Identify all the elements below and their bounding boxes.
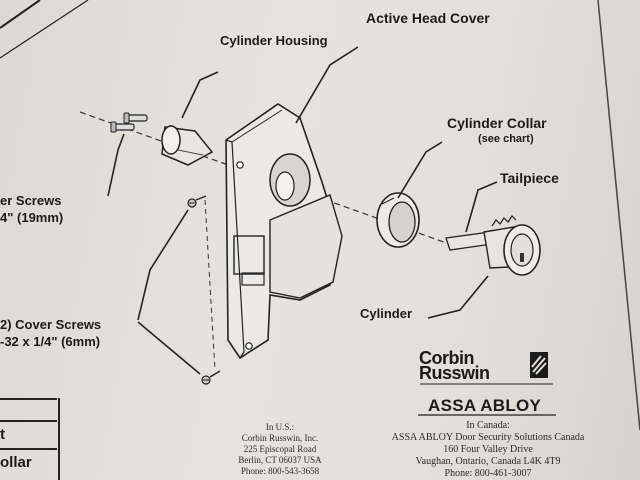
leader-housing-screws <box>107 133 125 197</box>
page-edge <box>597 0 640 431</box>
active-head-cover-part <box>225 103 343 360</box>
address-us-line: Berlin, CT 06037 USA <box>238 455 322 465</box>
leader-cylinder-housing <box>181 71 219 119</box>
address-us-line: 225 Episcopal Road <box>243 444 317 454</box>
label-housing-screws-size: 4" (19mm) <box>0 210 64 225</box>
address-ca-line: Vaughan, Ontario, Canada L4K 4T9 <box>415 456 561 467</box>
leader-cylinder <box>427 275 489 319</box>
cylinder-collar-part <box>376 192 420 248</box>
screw-axis <box>204 199 216 371</box>
housing-screw <box>110 121 135 133</box>
leader-cover-screws <box>137 209 189 321</box>
address-us: In U.S.: Corbin Russwin, Inc. 225 Episco… <box>224 422 336 477</box>
label-active-head-cover: Active Head Cover <box>366 10 490 26</box>
label-see-chart: (see chart) <box>478 133 534 145</box>
top-left-box-inner <box>0 0 89 59</box>
housing-screw <box>123 112 148 124</box>
leader-cylinder-collar <box>397 141 443 199</box>
address-us-line: Corbin Russwin, Inc. <box>241 433 319 443</box>
table-row-header-top <box>0 398 57 422</box>
label-cylinder-housing: Cylinder Housing <box>220 33 328 48</box>
address-us-line: In U.S.: <box>265 422 295 432</box>
label-cylinder: Cylinder <box>360 306 413 321</box>
label-cover-screws: 2) Cover Screws <box>0 317 102 332</box>
table-row: t <box>0 420 57 450</box>
brand-name-line2: Russwin <box>419 363 490 383</box>
address-us-line: Phone: 800-543-3658 <box>240 466 320 476</box>
label-tailpiece: Tailpiece <box>500 170 559 186</box>
brand-mark-icon <box>530 352 548 378</box>
label-cylinder-collar: Cylinder Collar <box>447 115 547 131</box>
leader-active-head-cover <box>295 46 359 124</box>
brand-name-line1: Corbin <box>419 348 474 368</box>
cylinder-part <box>483 215 541 276</box>
label-cover-screws-size: -32 x 1/4" (6mm) <box>0 334 101 349</box>
cylinder-housing-part <box>161 125 214 166</box>
assembly-axis <box>79 111 453 246</box>
label-housing-screws: er Screws <box>0 193 62 208</box>
address-ca-line: 160 Four Valley Drive <box>443 444 533 455</box>
table-row: ollar <box>0 448 57 480</box>
parent-brand: ASSA ABLOY <box>428 396 542 415</box>
address-ca-line: In Canada: <box>466 420 510 431</box>
address-ca-line: ASSA ABLOY Door Security Solutions Canad… <box>391 432 585 443</box>
cover-screw <box>187 195 207 208</box>
address-canada: In Canada: ASSA ABLOY Door Security Solu… <box>336 420 640 480</box>
leader-cover-screws-2 <box>137 321 201 375</box>
top-left-box <box>0 0 41 29</box>
brand-logo: Corbin Russwin <box>419 348 490 383</box>
leader-tailpiece <box>465 181 498 233</box>
address-ca-line: Phone: 800-461-3007 <box>444 468 532 479</box>
collar-chart-table: t ollar <box>0 398 60 480</box>
cover-screw <box>201 370 221 385</box>
